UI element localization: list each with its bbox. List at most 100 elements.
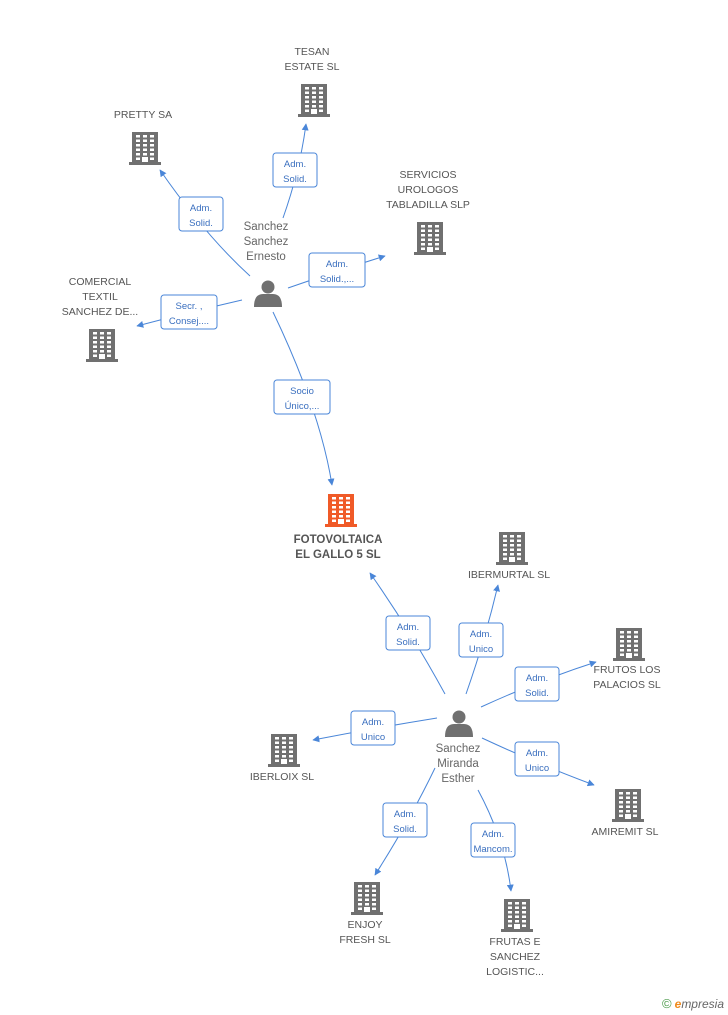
company-name-frutos-line: FRUTOS LOS bbox=[594, 664, 661, 676]
focus-company-name-line: EL GALLO 5 SL bbox=[295, 549, 380, 561]
building-icon-frutas[interactable] bbox=[501, 899, 533, 932]
relation-text: Unico bbox=[469, 644, 493, 655]
relation-box[interactable] bbox=[458, 622, 504, 658]
relation-text: Socio bbox=[290, 386, 314, 397]
company-name-comercial-line: SANCHEZ DE... bbox=[62, 306, 138, 318]
person-icon-ernesto[interactable] bbox=[254, 280, 282, 308]
relation-text: Adm. bbox=[362, 717, 384, 728]
relation-label-ernesto-tesan[interactable]: Adm. Solid. bbox=[272, 152, 318, 188]
company-name-comercial-line: TEXTIL bbox=[82, 291, 118, 303]
empresia-logo[interactable]: ©empresia bbox=[662, 996, 724, 1011]
building-icon-comercial[interactable] bbox=[86, 329, 118, 362]
relation-text: Solid. bbox=[283, 174, 307, 185]
company-name-frutas-line: LOGISTIC... bbox=[486, 966, 544, 978]
relation-box[interactable] bbox=[514, 741, 560, 777]
company-name-frutos-line: PALACIOS SL bbox=[593, 679, 661, 691]
building-icon-frutos[interactable] bbox=[613, 628, 645, 661]
relation-label-esther-amiremit[interactable]: Adm. Unico bbox=[514, 741, 560, 777]
company-name-comercial: COMERCIAL TEXTIL SANCHEZ DE... bbox=[62, 276, 138, 318]
focus-company-building-icon[interactable] bbox=[325, 494, 357, 527]
relation-label-ernesto-pretty[interactable]: Adm. Solid. bbox=[178, 196, 224, 232]
relation-box[interactable] bbox=[470, 822, 516, 858]
relation-box[interactable] bbox=[178, 196, 224, 232]
relation-label-esther-frutos[interactable]: Adm. Solid. bbox=[514, 666, 560, 702]
relation-text: Solid. bbox=[189, 218, 213, 229]
relation-label-esther-frutas[interactable]: Adm.Mancom. bbox=[470, 822, 516, 858]
relation-text: Adm. bbox=[190, 203, 212, 214]
building-icon-iberloix[interactable] bbox=[268, 734, 300, 767]
relation-text: Solid. bbox=[525, 688, 549, 699]
relation-box[interactable] bbox=[385, 615, 431, 651]
company-name-frutas-line: SANCHEZ bbox=[490, 951, 541, 963]
relation-text: Adm. bbox=[397, 622, 419, 633]
relation-text: Adm. bbox=[526, 748, 548, 759]
person-name-esther-line: Esther bbox=[441, 773, 474, 785]
company-name-tesan-line: ESTATE SL bbox=[284, 61, 339, 73]
relation-text: Secr. , bbox=[176, 301, 203, 312]
brand-name: mpresia bbox=[681, 997, 724, 1011]
company-name-servicios-line: UROLOGOS bbox=[398, 184, 459, 196]
company-name-servicios-line: TABLADILLA SLP bbox=[386, 199, 470, 211]
relation-box[interactable] bbox=[350, 710, 396, 746]
relation-label-esther-iberloix[interactable]: Adm.Unico bbox=[350, 710, 396, 746]
company-name-frutos: FRUTOS LOS PALACIOS SL bbox=[593, 664, 661, 691]
copyright-symbol: © bbox=[662, 996, 672, 1011]
relation-text: Mancom. bbox=[473, 844, 512, 855]
company-name-comercial-line: COMERCIAL bbox=[69, 276, 132, 288]
relation-text: Adm. bbox=[284, 159, 306, 170]
person-name-ernesto-line: Sanchez bbox=[244, 236, 289, 248]
person-icon-esther[interactable] bbox=[445, 710, 473, 738]
building-icon-ibermurtal[interactable] bbox=[496, 532, 528, 565]
building-icon-servicios[interactable] bbox=[414, 222, 446, 255]
relation-text: Solid.,... bbox=[320, 274, 354, 285]
company-name-amiremit: AMIREMIT SL bbox=[592, 826, 659, 838]
relation-label-ernesto-servicios[interactable]: Adm. Solid.,... bbox=[308, 252, 366, 288]
company-name-enjoy-line: ENJOY bbox=[347, 919, 382, 931]
relation-label-esther-ibermurtal[interactable]: Adm. Unico bbox=[458, 622, 504, 658]
company-name-pretty-line: PRETTY SA bbox=[114, 109, 172, 121]
company-name-enjoy: ENJOY FRESH SL bbox=[339, 919, 391, 946]
relation-text: Adm. bbox=[326, 259, 348, 270]
brand-initial: e bbox=[674, 997, 682, 1011]
relation-box[interactable] bbox=[308, 252, 366, 288]
focus-company-name-line: FOTOVOLTAICA bbox=[294, 534, 383, 546]
building-icon-amiremit[interactable] bbox=[612, 789, 644, 822]
company-name-servicios: SERVICIOS UROLOGOS TABLADILLA SLP bbox=[386, 169, 470, 211]
relation-labels-layer: Adm. Solid. Adm. Solid. Adm. Solid.,... Secr. … bbox=[160, 152, 560, 858]
relation-text: Adm. bbox=[526, 673, 548, 684]
building-icon-tesan[interactable] bbox=[298, 84, 330, 117]
company-name-iberloix: IBERLOIX SL bbox=[250, 771, 314, 783]
person-name-esther-line: Sanchez bbox=[436, 743, 481, 755]
relation-box[interactable] bbox=[273, 379, 331, 415]
person-name-ernesto-line: Ernesto bbox=[246, 251, 286, 263]
building-icon-pretty[interactable] bbox=[129, 132, 161, 165]
relation-label-esther-center[interactable]: Adm. Solid. bbox=[385, 615, 431, 651]
relation-label-ernesto-comercial[interactable]: Secr. ,Consej.... bbox=[160, 294, 218, 330]
relation-label-esther-enjoy[interactable]: Adm. Solid. bbox=[382, 802, 428, 838]
relation-box[interactable] bbox=[382, 802, 428, 838]
relation-text: Adm. bbox=[470, 629, 492, 640]
company-name-amiremit-line: AMIREMIT SL bbox=[592, 826, 659, 838]
relation-text: Solid. bbox=[393, 824, 417, 835]
relation-text: Solid. bbox=[396, 637, 420, 648]
company-name-enjoy-line: FRESH SL bbox=[339, 934, 391, 946]
relation-box[interactable] bbox=[514, 666, 560, 702]
relation-text: Unico bbox=[525, 763, 549, 774]
relation-label-ernesto-center[interactable]: SocioÚnico,... bbox=[273, 379, 331, 415]
person-name-esther-line: Miranda bbox=[437, 758, 479, 770]
company-name-ibermurtal: IBERMURTAL SL bbox=[468, 569, 550, 581]
focus-company-name: FOTOVOLTAICA EL GALLO 5 SL bbox=[294, 534, 383, 561]
building-icon-enjoy[interactable] bbox=[351, 882, 383, 915]
relation-box[interactable] bbox=[160, 294, 218, 330]
company-name-iberloix-line: IBERLOIX SL bbox=[250, 771, 314, 783]
person-name-ernesto-line: Sanchez bbox=[244, 221, 289, 233]
company-name-servicios-line: SERVICIOS bbox=[400, 169, 457, 181]
relation-text: Adm. bbox=[394, 809, 416, 820]
relation-box[interactable] bbox=[272, 152, 318, 188]
